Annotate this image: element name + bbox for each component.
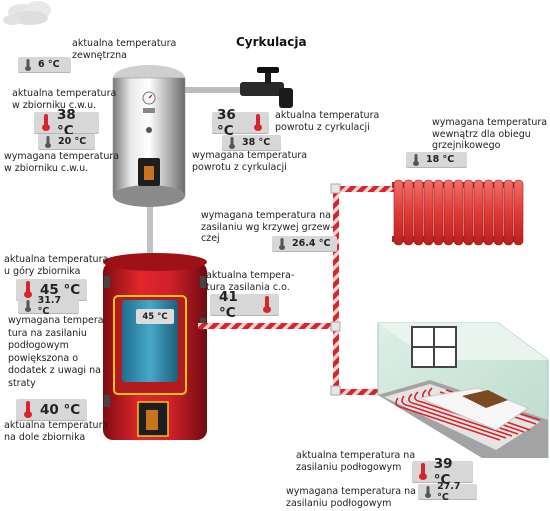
circulation-required-label-line: wymagana temperatura [192,150,308,161]
co-supply-value: 41 °C [219,288,238,321]
buffer-top-value: 45 °C [40,281,81,298]
indoor-required-badge: 18 °C [406,152,467,167]
thermometer-icon [415,462,431,481]
dhw-required-label-line: wymagana temperatura [4,151,120,162]
thermometer-icon [21,299,35,312]
dhw-actual-label: aktualna temperatura w zbiorniku c.w.u. [12,88,116,111]
circulation-required-label: wymagana temperatura powrotu z cyrkulacj… [192,150,307,173]
indoor-required-label: wymagana temperatura wewnątrz dla obiegu… [432,117,547,152]
thermometer-icon [409,153,423,166]
heating-pipes [198,183,401,396]
indoor-label-line: wymagana temperatura [432,117,548,128]
dhw-required-value: 20 °C [58,136,87,147]
buffer-required-label: wymagana tempera- tura na zasilaniu podł… [8,315,107,390]
thermometer-icon [37,113,54,132]
thermometer-icon [19,280,37,299]
thermometer-icon [275,237,289,250]
buffer-top-label: aktualna temperatura u góry zbiornika [4,254,108,277]
circulation-actual-label-line: aktualna temperatura [275,110,380,121]
floor-required-label-line: wymagana temperatura na [286,486,416,497]
thermometer-icon [421,485,434,498]
co-supply-label-line: tura zasilania c.o. [206,281,290,293]
circulation-actual-label: aktualna temperatura powrotu z cyrkulacj… [275,110,379,133]
water-pipes [147,87,246,255]
dhw-required-label-line: w zbiorniku c.w.u. [4,162,89,174]
thermometer-icon [250,113,265,132]
floor-actual-label-line: zasilaniu podłogowym [296,461,402,473]
buffer-inner-value: 45 °C [142,311,168,322]
buffer-required-label-line: straty [8,377,36,389]
buffer-top-badge: 45 °C [16,279,87,300]
circulation-title: Cyrkulacja [236,35,307,49]
supply-curve-label-line: czej [201,233,220,244]
buffer-required-label-line: wymagana tempera- [8,315,108,326]
buffer-required-label-line: podłogowym [8,340,69,351]
dhw-actual-label-line: aktualna temperatura [12,88,117,99]
outdoor-temp-label: aktualna temperatura zewnętrzna [72,38,176,61]
outdoor-label-line: zewnętrzna [72,49,127,61]
thermometer-icon [19,400,37,419]
faucet-icon [240,67,293,108]
buffer-bottom-label-line: aktualna temperatura [4,420,109,431]
buffer-top-label-line: aktualna temperatura [4,254,109,265]
co-supply-badge: 41 °C [210,289,279,321]
dhw-tank [112,65,186,207]
supply-curve-label: wymagana temperatura na zasilaniu wg krz… [201,210,334,245]
supply-curve-badge: 26.4 °C [272,236,337,251]
thermometer-icon [225,136,239,149]
co-supply-label: aktualna tempera- tura zasilania c.o. [206,270,294,293]
circulation-actual-label-line: powrotu z cyrkulacji [275,121,370,133]
thermometer-icon [260,295,275,314]
buffer-bottom-badge: 40 °C [16,399,87,420]
buffer-top-required-value: 31.7 °C [37,294,62,317]
buffer-required-label-line: powiększona o [8,352,79,364]
supply-curve-label-line: wymagana temperatura na [201,210,331,221]
buffer-inner-badge: 45 °C [136,309,174,324]
outdoor-temp-value: 6 °C [38,59,60,70]
co-supply-label-line: aktualna tempera- [206,270,295,281]
indoor-label-line: grzejnikowego [432,140,501,151]
buffer-bottom-value: 40 °C [40,401,81,418]
buffer-bottom-label: aktualna temperatura na dole zbiornika [4,420,108,443]
floor-actual-badge: 39 °C [412,456,473,488]
floor-actual-label-line: aktualna temperatura na [296,450,416,461]
supply-curve-label-line: zasilaniu wg krzywej grzew- [201,221,334,233]
buffer-required-label-line: dodatek z uwagi na [8,365,101,376]
indoor-label-line: wewnątrz dla obiegu [432,128,531,140]
outdoor-temp-badge: 6 °C [18,57,71,72]
circulation-actual-value: 36 °C [217,106,236,139]
floor-actual-value: 39 °C [433,455,453,488]
radiator [392,179,524,246]
buffer-top-required-badge: 31.7 °C [18,295,79,317]
dhw-actual-label-line: w zbiorniku c.w.u. [12,99,97,111]
floor-required-badge: 27.7 °C [418,481,477,503]
floor-required-value: 27.7 °C [437,480,461,503]
circulation-required-badge: 38 °C [222,135,281,150]
buffer-top-label-line: u góry zbiornika [4,265,81,277]
room-floor-heating [377,322,549,459]
outdoor-label-line: aktualna temperatura [72,38,177,49]
buffer-required-label-line: tura na zasilaniu [8,327,87,339]
buffer-tank [103,253,207,440]
circulation-actual-badge: 36 °C [212,107,269,139]
dhw-required-label: wymagana temperatura w zbiorniku c.w.u. [4,151,119,174]
thermometer-icon [21,58,35,71]
buffer-bottom-label-line: na dole zbiornika [4,431,86,443]
circulation-required-value: 38 °C [242,137,271,148]
circulation-required-label-line: powrotu z cyrkulacji [192,161,287,173]
floor-required-label: wymagana temperatura na zasilaniu podłog… [286,486,416,509]
cloud-icon [3,1,51,25]
floor-required-label-line: zasilaniu podłogowym [286,497,392,509]
supply-curve-value: 26.4 °C [292,238,331,249]
floor-actual-label: aktualna temperatura na zasilaniu podłog… [296,450,415,473]
dhw-required-badge: 20 °C [38,134,95,149]
indoor-required-value: 18 °C [426,154,455,165]
thermometer-icon [41,135,55,148]
dhw-actual-badge: 38 °C [34,107,99,139]
